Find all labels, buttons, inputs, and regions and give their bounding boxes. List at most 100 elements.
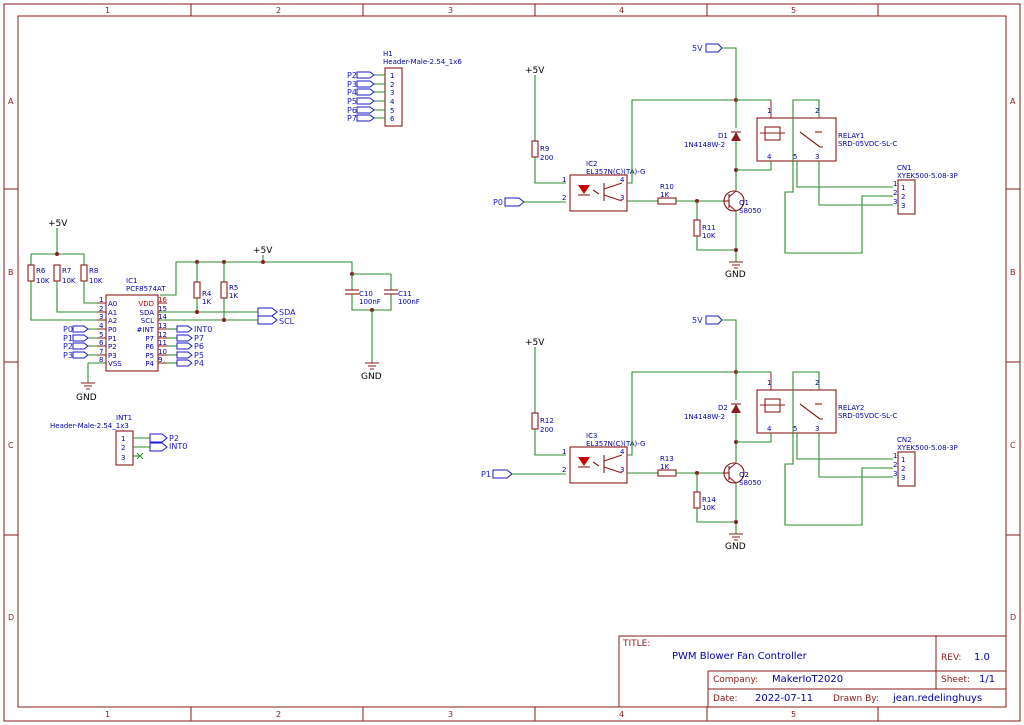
opto-transistor xyxy=(603,454,623,462)
relay-pin-1: 1 xyxy=(767,107,771,115)
h1-net-flag xyxy=(356,80,375,88)
opto-transistor xyxy=(603,194,623,202)
diode-body xyxy=(731,132,741,141)
connector-pin-num-3: 3 xyxy=(893,470,897,478)
v5-flag xyxy=(705,315,723,325)
relay-pin-5: 5 xyxy=(793,153,797,161)
ic1-right-net-label: P7 xyxy=(194,334,204,343)
h1-pin-6: 6 xyxy=(390,115,395,123)
opto-light-arrow xyxy=(592,461,600,467)
pullup-resistor xyxy=(531,140,539,158)
gnd-label: GND xyxy=(725,542,746,552)
wire xyxy=(784,371,893,526)
ic1-right-pin-num: 16 xyxy=(158,296,167,304)
opto-body xyxy=(569,446,628,484)
relay-ref: RELAY2 xyxy=(838,404,864,412)
ic1-left-pin-name: P2 xyxy=(108,343,117,351)
wire xyxy=(784,99,893,254)
ic1-left-net-label: P2 xyxy=(63,342,73,351)
connector-pin-1: 1 xyxy=(901,456,905,464)
ic1-left-pin-num: 2 xyxy=(99,305,103,313)
zone-col-2-bottom: 2 xyxy=(276,710,281,719)
ic1-right-pin-num: 12 xyxy=(158,331,167,339)
int1-pin-1: 1 xyxy=(121,435,125,443)
ic1-left-net-label: P0 xyxy=(63,325,73,334)
input-net-label: P0 xyxy=(493,198,503,207)
r8-ref: R8 xyxy=(89,267,98,275)
connector-pin-num-1: 1 xyxy=(893,452,897,460)
connector-pin-3: 3 xyxy=(901,474,905,482)
ic1-left-pin-num: 5 xyxy=(99,331,103,339)
pulldown-resistor xyxy=(693,491,701,509)
h1-net-label: P2 xyxy=(347,71,357,80)
ic1-right-net-flag xyxy=(176,325,193,333)
h1-pin-3: 3 xyxy=(390,89,394,97)
zone-col-1-bottom: 1 xyxy=(105,710,110,719)
zone-col-3: 3 xyxy=(448,6,453,15)
input-flag xyxy=(504,197,525,207)
int1-pin-3: 3 xyxy=(121,454,125,462)
base-resistor-ref: R13 xyxy=(660,455,674,463)
ic1-left-pin-name: A2 xyxy=(108,317,117,325)
h1-net-flag xyxy=(356,71,375,79)
sheet-label: Sheet: xyxy=(941,675,970,685)
transistor-emitter xyxy=(728,204,737,212)
junction xyxy=(734,520,738,524)
ic1-right-pin-name: #INT xyxy=(137,326,155,334)
r4-body xyxy=(193,281,201,299)
ic1-left-pin-num: 4 xyxy=(99,322,104,330)
wire xyxy=(722,319,737,372)
ic1-right-pin-name: P5 xyxy=(145,352,154,360)
relay-pin-2: 2 xyxy=(815,379,819,387)
opto-pin-3: 3 xyxy=(620,194,624,202)
connector-ref: CN1 xyxy=(897,164,912,172)
opto-transistor xyxy=(603,466,623,474)
connector-ref: CN2 xyxy=(897,436,912,444)
h1-net-flag xyxy=(356,88,375,96)
base-resistor-value: 1K xyxy=(660,191,669,199)
ic1-right-net-label: INT0 xyxy=(194,325,212,334)
r6-value: 10K xyxy=(36,277,50,285)
drawn-by-label: Drawn By: xyxy=(833,694,879,704)
transistor-collector xyxy=(728,190,737,198)
pullup-value: 200 xyxy=(540,426,553,434)
opto-led xyxy=(578,457,590,466)
zone-col-5: 5 xyxy=(791,6,796,15)
gnd-ic1: GND xyxy=(76,393,97,403)
opto-pin-4: 4 xyxy=(620,448,625,456)
int1-net-int0: INT0 xyxy=(169,442,187,451)
ic1-right-pin-num: 10 xyxy=(158,348,167,356)
h1-net-label: P4 xyxy=(347,88,357,97)
opto-pin-2: 2 xyxy=(562,466,566,474)
date-value: 2022-07-11 xyxy=(755,693,813,704)
ic1-right-pin-num: 15 xyxy=(158,305,167,313)
wire xyxy=(796,433,893,460)
wire xyxy=(818,433,893,478)
diode-value: 1N4148W-2 xyxy=(684,141,725,149)
connector-pin-2: 2 xyxy=(901,465,905,473)
date-label: Date: xyxy=(713,694,738,704)
zone-col-5-bottom: 5 xyxy=(791,710,796,719)
pullup-value: 200 xyxy=(540,154,553,162)
int1-pin-2: 2 xyxy=(121,444,125,452)
title-label: TITLE: xyxy=(622,639,650,649)
opto-ref: IC3 xyxy=(586,432,597,440)
opto-pin-1: 1 xyxy=(562,176,566,184)
pullup-ref: R9 xyxy=(540,145,549,153)
relay-ref: RELAY1 xyxy=(838,132,864,140)
ic1-left-pin-name: A1 xyxy=(108,309,117,317)
no-connect-marker xyxy=(136,452,144,460)
opto-pin-4: 4 xyxy=(620,176,625,184)
ic1-left-pin-num: 1 xyxy=(99,296,103,304)
scl-net: SCL xyxy=(279,317,295,326)
opto-led xyxy=(578,185,590,194)
h1-net-flag xyxy=(356,114,375,122)
ic1-left-pin-name: P0 xyxy=(108,326,117,334)
h1-net-label: P3 xyxy=(347,80,357,89)
relay-pin-4: 4 xyxy=(767,425,772,433)
wire xyxy=(722,47,737,100)
r4-ref: R4 xyxy=(202,290,212,298)
